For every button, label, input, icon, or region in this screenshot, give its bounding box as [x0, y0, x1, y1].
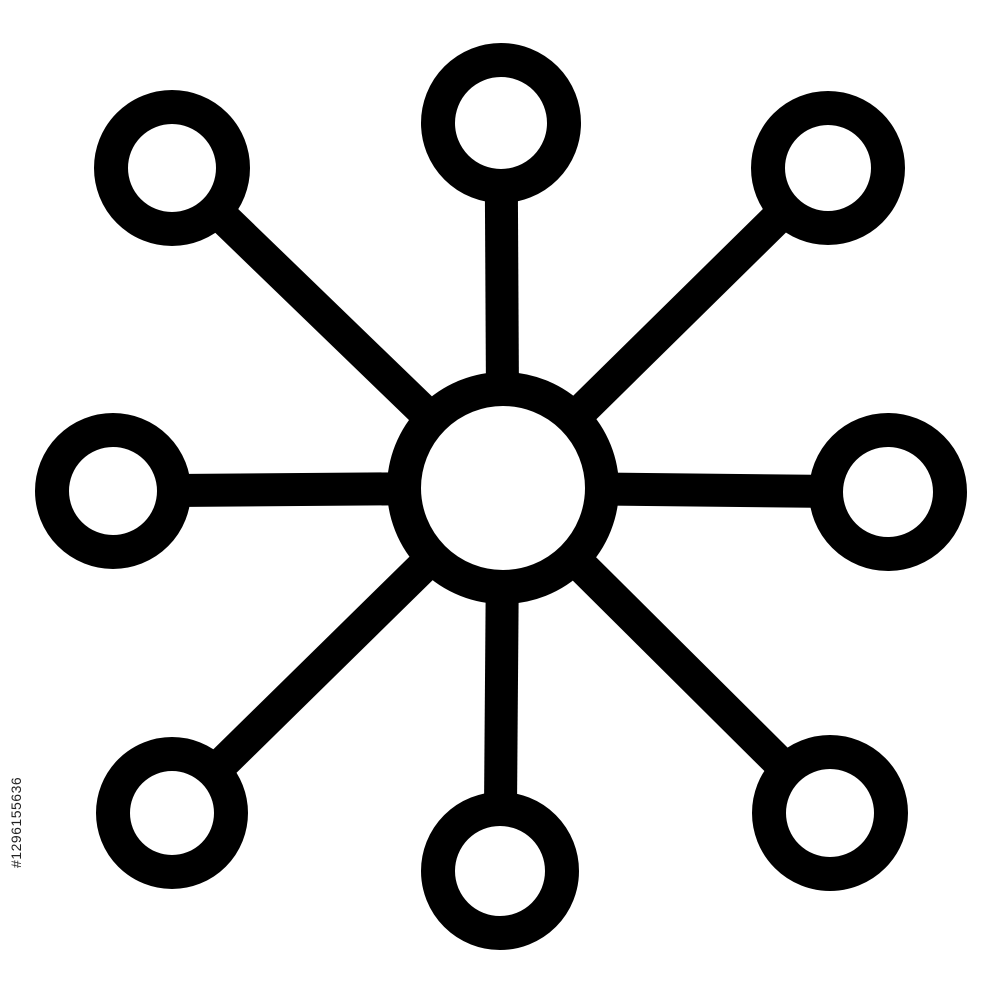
satellite-node-top-left	[94, 90, 250, 246]
satellite-node-top	[421, 43, 581, 203]
satellite-node-left	[35, 413, 191, 569]
satellite-node-bottom-right	[752, 735, 908, 891]
stock-id-watermark: #1296155636	[8, 776, 24, 868]
satellite-node-right	[809, 413, 967, 571]
satellite-node-bottom-left	[96, 737, 248, 889]
hub-nodes	[35, 43, 967, 950]
satellite-node-bottom	[421, 792, 579, 950]
hub-center-node	[387, 372, 619, 604]
satellite-node-top-right	[751, 91, 905, 245]
